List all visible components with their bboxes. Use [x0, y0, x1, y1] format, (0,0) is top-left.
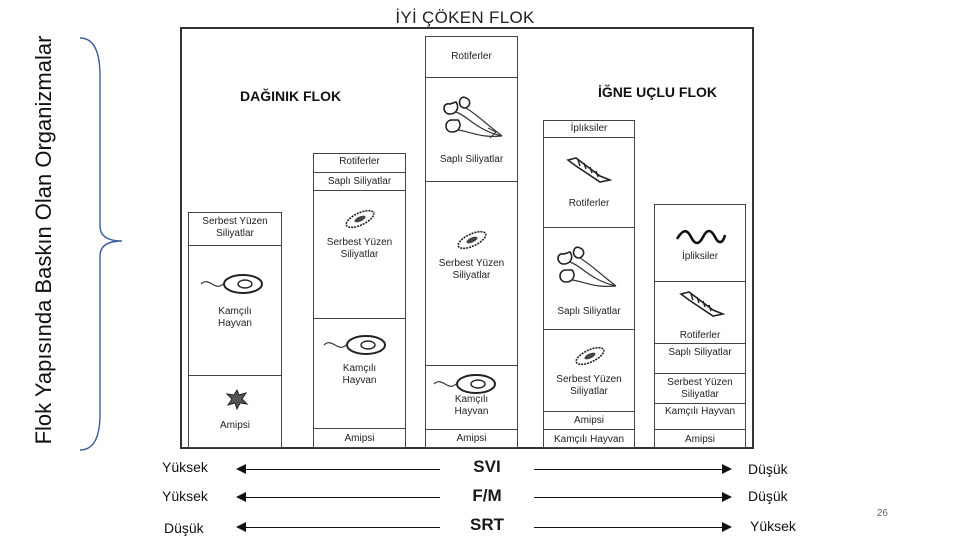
cell-label: Amipsi: [684, 434, 715, 445]
cell-label: Serbest Yüzen Siliyatlar: [326, 237, 393, 260]
arrow-center-label: F/M: [440, 486, 534, 506]
column-4: İplıksiler Rotiferler Saplı Siliyatlar S…: [543, 120, 635, 448]
cell-label: Amipsi: [573, 415, 604, 426]
arrow-right-label: Düşük: [748, 488, 788, 504]
cell-filaments: İpliksiler: [655, 205, 745, 281]
cell-label: Saplı Siliyatlar: [557, 306, 621, 317]
cell-amoeba: Amipsi: [544, 411, 634, 429]
arrow-head-left-icon: [236, 464, 246, 474]
arrow-right-label: Yüksek: [750, 518, 796, 534]
cell-amoeba: Amipsi: [189, 375, 281, 449]
cell-filaments: İplıksiler: [544, 121, 634, 137]
cell-label: Saplı Siliyatlar: [327, 176, 392, 187]
cell-free-ciliates: Serbest Yüzen Siliyatlar: [314, 190, 405, 318]
diagram-title: İYİ ÇÖKEN FLOK: [395, 8, 535, 27]
curly-brace-icon: [79, 37, 123, 451]
arrow-row-svi: Yüksek SVI Düşük: [0, 457, 960, 481]
arrow-head-right-icon: [722, 464, 732, 474]
cell-label: Serbest Yüzen Siliyatlar: [667, 377, 733, 400]
cell-label: Rotiferler: [451, 51, 492, 62]
vertical-axis-label: Flok Yapısında Baskın Olan Organizmalar: [31, 35, 56, 445]
filament-icon: [675, 229, 727, 245]
cell-label: Serbest Yüzen Siliyatlar: [202, 216, 268, 239]
rotifer-icon: [566, 157, 612, 183]
flagellate-icon: [200, 274, 263, 294]
cell-rotifers: Rotiferler: [314, 154, 405, 172]
cell-label: İpliksiler: [681, 251, 719, 262]
cell-flagellate: Kamçılı Hayvan: [314, 318, 405, 428]
ciliate-icon: [575, 346, 605, 366]
cell-stalked-ciliates: Saplı Siliyatlar: [544, 227, 634, 329]
cell-flagellate: Kamçılı Hayvan: [189, 245, 281, 375]
cell-label: Amipsi: [219, 420, 250, 431]
arrow-left-label: Düşük: [164, 520, 204, 536]
cell-stalked-ciliates: Saplı Siliyatlar: [426, 77, 517, 181]
arrow-head-left-icon: [236, 522, 246, 532]
cell-label: Kamçılı Hayvan: [342, 363, 377, 386]
cell-free-ciliates: Serbest Yüzen Siliyatlar: [544, 329, 634, 411]
cell-label: Kamçılı Hayvan: [553, 434, 625, 445]
arrow-head-left-icon: [236, 492, 246, 502]
cell-label: Serbest Yüzen Siliyatlar: [438, 258, 505, 281]
page-number: 26: [876, 508, 888, 519]
cell-flagellate: Kamçılı Hayvan: [544, 429, 634, 449]
cell-rotifers: Rotiferler: [544, 137, 634, 227]
cell-amoeba: Amipsi: [314, 428, 405, 449]
column-1: Serbest Yüzen Siliyatlar Kamçılı Hayvan …: [188, 212, 282, 448]
cell-free-ciliates: Serbest Yüzen Siliyatlar: [655, 373, 745, 403]
cell-free-ciliates: Serbest Yüzen Siliyatlar: [426, 181, 517, 365]
cell-amoeba: Amipsi: [426, 429, 517, 449]
arrow-head-right-icon: [722, 492, 732, 502]
stalked-ciliate-icon: [557, 246, 617, 287]
cell-label: Serbest Yüzen Siliyatlar: [556, 374, 622, 397]
arrow-center-label: SRT: [440, 515, 534, 535]
cell-label: Saplı Siliyatlar: [439, 154, 504, 165]
arrow-head-right-icon: [722, 522, 732, 532]
cell-label: Rotiferler: [679, 330, 721, 341]
cell-label: Saplı Siliyatlar: [668, 347, 732, 358]
column-3: Rotiferler Saplı Siliyatlar Serbest Yüze…: [425, 36, 518, 448]
arrow-row-fm: Yüksek F/M Düşük: [0, 486, 960, 510]
cell-label: Kamçılı Hayvan: [218, 306, 252, 329]
cell-rotifers: Rotiferler: [655, 281, 745, 343]
amoeba-icon: [225, 388, 249, 410]
cell-label: Rotiferler: [568, 198, 610, 209]
cell-label: Kamçılı Hayvan: [664, 406, 736, 417]
group-label-needle: İĞNE UÇLU FLOK: [598, 84, 717, 100]
cell-label: Amipsi: [456, 433, 487, 444]
cell-amoeba: Amipsi: [655, 429, 745, 449]
cell-stalked-ciliates: Saplı Siliyatlar: [314, 172, 405, 190]
arrow-left-label: Yüksek: [162, 459, 208, 475]
ciliate-icon: [457, 230, 487, 250]
cell-flagellate: Kamçılı Hayvan: [655, 403, 745, 429]
cell-label: Kamçılı Hayvan: [454, 394, 489, 417]
arrow-left-label: Yüksek: [162, 488, 208, 504]
cell-label: Rotiferler: [339, 156, 380, 167]
ciliate-icon: [345, 209, 375, 229]
cell-flagellate: Kamçılı Hayvan: [426, 365, 517, 429]
cell-free-ciliates: Serbest Yüzen Siliyatlar: [189, 213, 281, 245]
cell-rotifers: Rotiferler: [426, 37, 517, 77]
flagellate-icon: [433, 374, 496, 394]
column-2: Rotiferler Saplı Siliyatlar Serbest Yüze…: [313, 153, 406, 448]
group-label-dispersed: DAĞINIK FLOK: [240, 88, 342, 104]
cell-stalked-ciliates: Saplı Siliyatlar: [655, 343, 745, 373]
stalked-ciliate-icon: [443, 96, 503, 139]
cell-label: Amipsi: [344, 433, 375, 444]
arrow-right-label: Düşük: [748, 461, 788, 477]
rotifer-icon: [679, 291, 725, 317]
flagellate-icon: [323, 335, 386, 355]
cell-label: İplıksiler: [570, 123, 608, 134]
diagram-frame: [180, 27, 754, 449]
arrow-row-srt: Düşük SRT Yüksek: [0, 514, 960, 538]
arrow-center-label: SVI: [440, 457, 534, 477]
column-5: İpliksiler Rotiferler Saplı Siliyatlar S…: [654, 204, 746, 448]
